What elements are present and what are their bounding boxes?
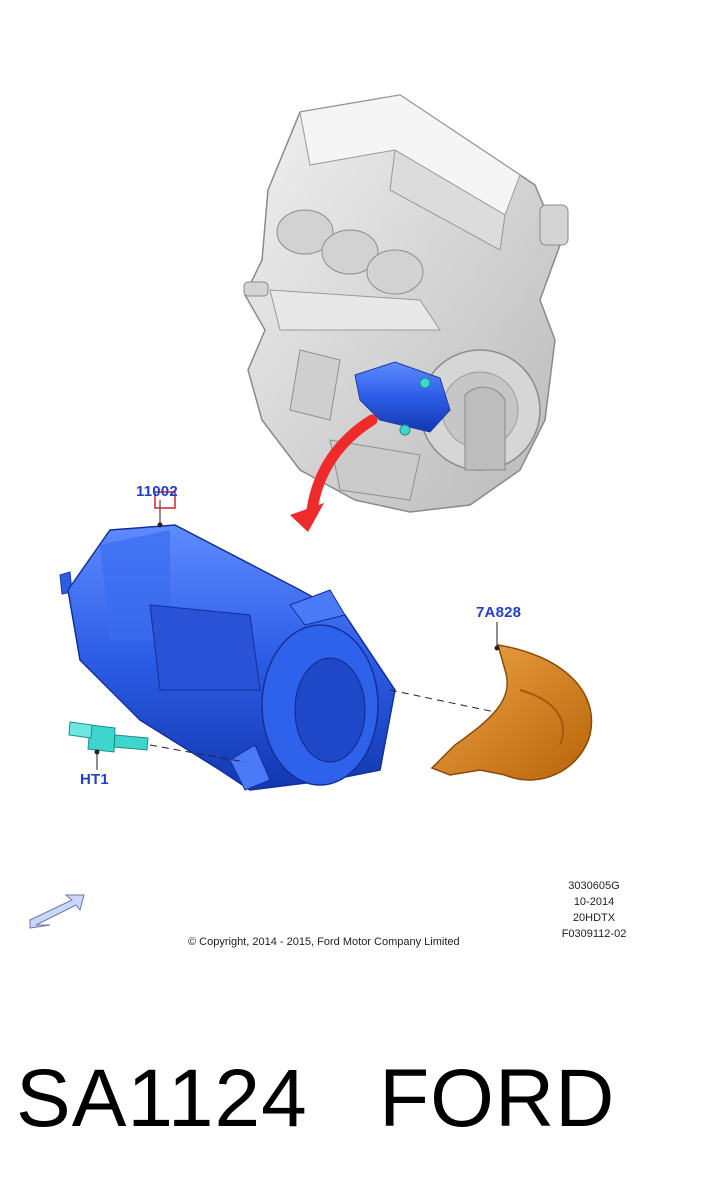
part-number: SA1124 (16, 1053, 308, 1144)
direction-arrow (290, 414, 378, 532)
starter-installed (354, 361, 451, 436)
heat-shield (430, 644, 593, 781)
engine-block (243, 94, 569, 513)
callout-bolt: HT1 (80, 771, 109, 788)
part-caption: SA1124 FORD (16, 1052, 615, 1146)
code-line: F0309112-02 (561, 928, 627, 940)
brand-name: FORD (379, 1053, 616, 1144)
code-line: 3030605G (568, 880, 620, 892)
starter-motor (59, 524, 396, 791)
leader-lines (94, 491, 500, 770)
parts-diagram (29, 94, 593, 929)
mounting-bolt (68, 721, 149, 753)
code-line: 10-2014 (573, 896, 615, 908)
illustration-codes: 3030605G 10-2014 20HDTX F0309112-02 (552, 878, 636, 942)
view-arrow-icon (29, 894, 85, 929)
code-line: 20HDTX (572, 912, 616, 924)
callout-starter: 11002 (136, 483, 178, 500)
copyright-notice: © Copyright, 2014 - 2015, Ford Motor Com… (188, 936, 460, 948)
callout-heat-shield: 7A828 (476, 604, 522, 621)
